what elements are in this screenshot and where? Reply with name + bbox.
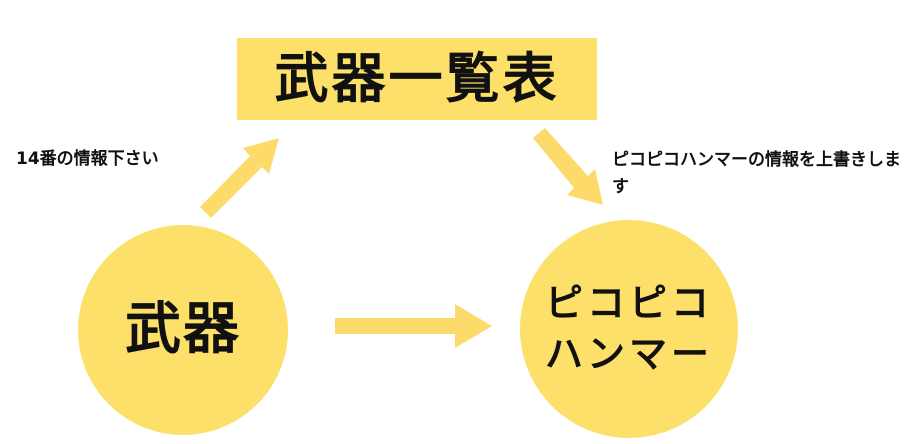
weapon-list-title: 武器一覧表 — [274, 47, 560, 110]
weapon-circle: 武器 — [78, 225, 288, 435]
arrow-to-hammer — [533, 128, 603, 205]
arrow-weapon-to-hammer — [335, 304, 492, 348]
weapon-circle-label: 武器 — [125, 297, 241, 362]
weapon-list-box: 武器一覧表 — [237, 38, 597, 120]
arrow-to-weapon-list — [200, 138, 279, 218]
request-note: 14番の情報下さい — [16, 149, 159, 169]
hammer-circle-label: ピコピコハンマー — [544, 280, 713, 376]
hammer-circle: ピコピコハンマー — [520, 220, 738, 438]
overwrite-note: ピコピコハンマーの情報を上書きします — [612, 150, 901, 198]
